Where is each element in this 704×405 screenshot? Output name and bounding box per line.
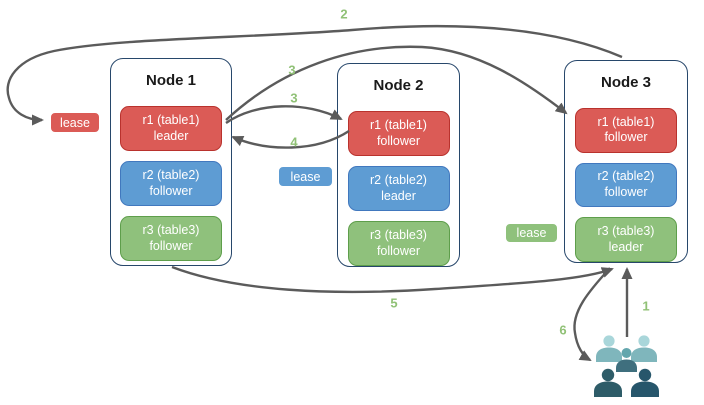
node-1-replica-r1: r1 (table1) leader (120, 106, 222, 151)
user-back-left (596, 335, 622, 362)
step-label-6: 6 (559, 322, 567, 338)
arrow-step-3-leader-to-node2 (225, 105, 343, 124)
replica-range: r2 (table2) (142, 168, 200, 182)
node-2-replica-r1: r1 (table1) follower (347, 111, 450, 156)
node-3-replica-r3: r3 (table3) leader (575, 217, 677, 262)
step-label-3a: 3 (288, 62, 296, 78)
node-3-replica-r1: r1 (table1) follower (575, 107, 677, 153)
step-label-2: 2 (340, 6, 348, 22)
node-1-title: Node 1 (145, 72, 196, 89)
replica-range: r2 (table2) (597, 169, 655, 184)
node-2-title: Node 2 (373, 77, 424, 94)
replica-range: r1 (table1) (597, 114, 655, 129)
step-label-1: 1 (642, 298, 650, 314)
node-3-replica-r2: r2 (table2) follower (575, 162, 677, 208)
replica-range: r3 (table3) (597, 224, 655, 239)
node-1: Node 1 r1 (table1) leader r2 (table2) fo… (110, 58, 232, 266)
replica-range: r3 (table3) (370, 228, 427, 242)
arrow-step-5-node1-to-node3 (171, 265, 614, 294)
node-1-replica-r3: r3 (table3) follower (120, 216, 222, 261)
replica-role: leader (608, 239, 644, 254)
lease-badge-r1: lease (50, 112, 100, 133)
replica-role: follower (604, 130, 648, 145)
replica-role: follower (149, 183, 193, 198)
arrow-step-6-node3-to-users (573, 267, 611, 362)
replica-range: r2 (table2) (370, 173, 427, 187)
lease-badge-r3: lease (505, 223, 558, 243)
user-front-right (631, 368, 659, 397)
user-back-right (631, 335, 657, 362)
lease-badge-r2: lease (278, 166, 333, 187)
arrow-step-2-node3-to-lease (6, 24, 623, 126)
node-3-title: Node 3 (600, 74, 651, 91)
user-middle (616, 348, 637, 372)
replica-role: follower (376, 133, 421, 148)
replica-range: r1 (table1) (370, 118, 427, 132)
node-2-replica-r2: r2 (table2) leader (347, 166, 450, 211)
replica-role: follower (376, 243, 421, 258)
replica-role: leader (381, 188, 416, 203)
replica-range: r3 (table3) (142, 223, 200, 237)
replica-role: follower (149, 238, 193, 253)
replica-role: leader (153, 128, 189, 143)
step-label-5: 5 (390, 295, 398, 311)
node-2-replica-r3: r3 (table3) follower (347, 221, 450, 266)
step-label-3b: 3 (290, 90, 298, 106)
replica-range: r1 (table1) (142, 113, 200, 127)
user-front-left (594, 368, 622, 397)
step-label-4: 4 (290, 134, 298, 150)
node-3: Node 3 r1 (table1) follower r2 (table2) … (564, 60, 688, 263)
node-2: Node 2 r1 (table1) follower r2 (table2) … (337, 63, 460, 267)
replica-role: follower (604, 184, 648, 199)
node-1-replica-r2: r2 (table2) follower (120, 161, 222, 206)
